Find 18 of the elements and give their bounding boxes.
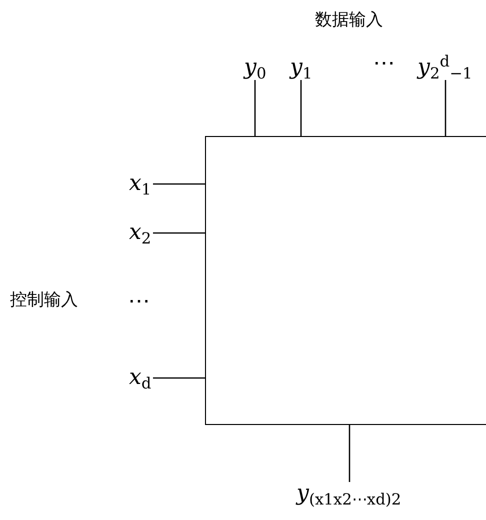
heading-label: 控制输入 xyxy=(10,290,78,310)
ellipsis: ⋯ xyxy=(373,52,395,76)
signal-line xyxy=(153,377,205,379)
signal-line xyxy=(348,425,350,482)
signal-label: y$_{0}$ xyxy=(244,56,266,80)
signal-label: x$_{1}$ xyxy=(129,172,152,196)
heading-label: 数据输入 xyxy=(315,10,383,30)
signal-label: x$_{d}$ xyxy=(129,366,152,390)
signal-line xyxy=(153,232,205,234)
signal-label: y$_{1}$ xyxy=(290,56,312,80)
signal-line xyxy=(300,80,302,136)
ellipsis: ⋯ xyxy=(128,290,150,314)
multiplexer-box xyxy=(205,136,486,425)
signal-line xyxy=(254,80,256,136)
signal-line xyxy=(444,80,446,136)
signal-label: y$_{(x1x2⋯xd)2}$ xyxy=(296,482,402,506)
signal-line xyxy=(153,183,205,185)
signal-label: x$_{2}$ xyxy=(129,221,152,245)
